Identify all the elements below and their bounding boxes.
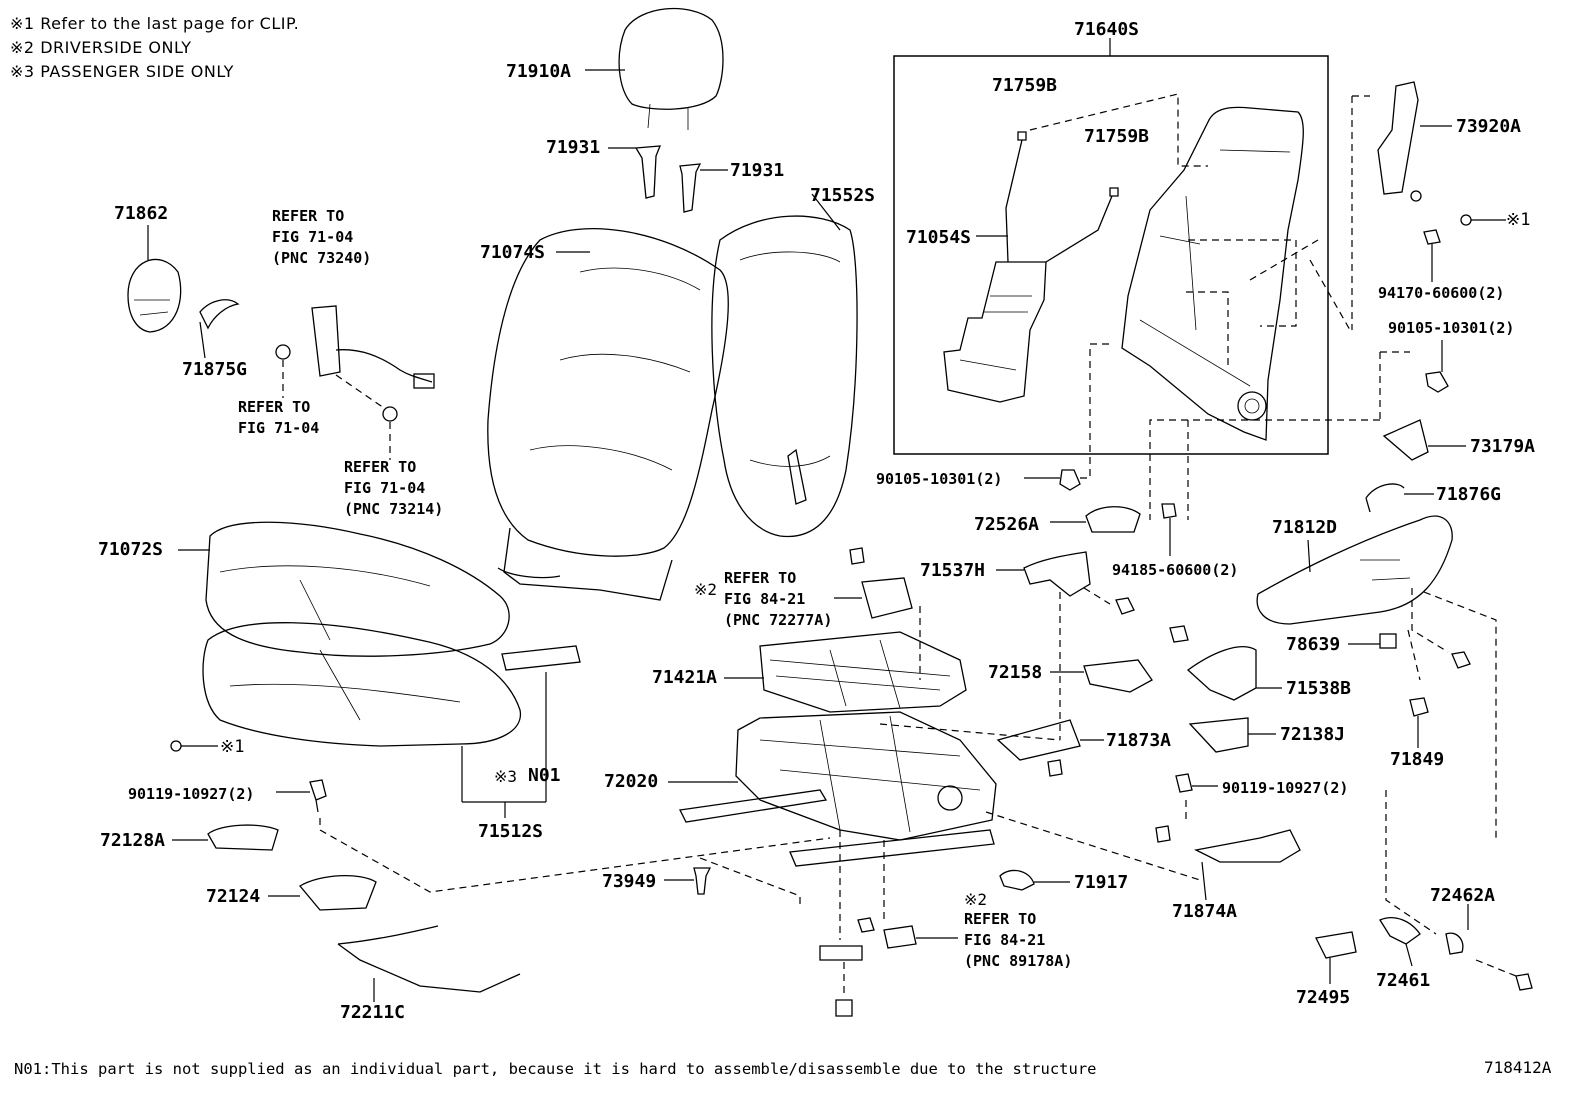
bracket-71849-part [1409,697,1429,748]
part-label-72462A[interactable]: 72462A [1430,885,1496,906]
note-passenger-side-only: ※3 PASSENGER SIDE ONLY [10,62,234,81]
part-label-N01[interactable]: N01 [528,765,561,786]
part-label-71512S[interactable]: 71512S [478,821,544,842]
seat-frame-assembly-box [893,38,1329,455]
seatback-cushion-part [487,228,729,601]
lower-right-small-parts [1348,633,1471,669]
part-label-71074S[interactable]: 71074S [480,242,546,263]
part-label-71640S[interactable]: 71640S [1074,19,1140,40]
note-driver-side-only: ※2 DRIVERSIDE ONLY [10,38,192,57]
seat-frame-72020-part [668,711,1201,940]
part-label-90105-10301-right[interactable]: 90105-10301(2) [1388,319,1515,337]
driver-side-mark-lower: ※2 [964,890,988,909]
seatback-side-guide-part [1309,81,1452,331]
seat-cushion-pad-part [202,622,581,818]
headrest-part [585,7,724,130]
bracket-71917-part [999,869,1070,891]
part-label-90119-10927-right[interactable]: 90119-10927(2) [1222,779,1349,797]
part-label-71931-left[interactable]: 71931 [546,137,601,158]
bottom-right-parts [1315,790,1533,991]
part-label-71862[interactable]: 71862 [114,203,169,224]
right-fastener-parts [1149,214,1506,520]
part-label-72124[interactable]: 72124 [206,886,261,907]
part-label-71917[interactable]: 71917 [1074,872,1129,893]
part-label-72158[interactable]: 72158 [988,662,1043,683]
pin-73949-part [664,867,712,895]
part-label-73949[interactable]: 73949 [602,871,657,892]
part-label-78639[interactable]: 78639 [1286,634,1341,655]
left-lower-parts [172,779,831,911]
part-label-71873A[interactable]: 71873A [1106,730,1172,751]
footer-note: N01:This part is not supplied as an indi… [14,1060,1097,1078]
bottom-center-parts [819,917,958,1017]
part-label-94170-60600[interactable]: 94170-60600(2) [1378,284,1505,302]
wire-72211C-part [337,925,521,1002]
part-label-71552S[interactable]: 71552S [810,185,876,206]
part-label-72138J[interactable]: 72138J [1280,724,1346,745]
passenger-side-mark: ※3 [494,767,518,786]
part-label-71759B-lower[interactable]: 71759B [1084,126,1150,147]
note-clip-reference: ※1 Refer to the last page for CLIP. [10,14,300,33]
part-label-71910A[interactable]: 71910A [506,61,572,82]
seat-spring-part [724,547,967,713]
part-label-72128A[interactable]: 72128A [100,830,166,851]
part-label-71538B[interactable]: 71538B [1286,678,1352,699]
part-label-72526A[interactable]: 72526A [974,514,1040,535]
center-small-parts [1024,343,1177,556]
left-clip-part [170,740,218,752]
part-label-71875G[interactable]: 71875G [182,359,248,380]
part-label-71849[interactable]: 71849 [1390,749,1445,770]
seat-cushion-part [178,521,510,657]
part-label-71537H[interactable]: 71537H [920,560,986,581]
bracket-71537H-part [996,551,1135,740]
seat-belt-buckle-part [275,305,435,460]
driver-side-mark-upper: ※2 [694,580,718,599]
part-label-72495[interactable]: 72495 [1296,987,1351,1008]
headrest-support-parts [608,145,728,213]
part-label-72020[interactable]: 72020 [604,771,659,792]
part-label-72461[interactable]: 72461 [1376,970,1431,991]
part-label-71874A[interactable]: 71874A [1172,901,1238,922]
part-label-71812D[interactable]: 71812D [1272,517,1338,538]
seatback-board-part [711,193,858,538]
part-label-73920A[interactable]: 73920A [1456,116,1522,137]
part-label-71931-right[interactable]: 71931 [730,160,785,181]
right-covers-parts [1169,625,1282,753]
part-label-71876G[interactable]: 71876G [1436,484,1502,505]
figure-code: 718412A [1484,1058,1552,1077]
brackets-center-right [996,659,1153,777]
clip-mark-left: ※1 [220,737,245,757]
part-label-72211C[interactable]: 72211C [340,1002,406,1023]
rail-cover-parts [1155,773,1301,901]
part-label-71759B-upper[interactable]: 71759B [992,75,1058,96]
part-label-90105-10301-center[interactable]: 90105-10301(2) [876,470,1003,488]
part-label-94185-60600[interactable]: 94185-60600(2) [1112,561,1239,579]
part-label-73179A[interactable]: 73179A [1470,436,1536,457]
clip-mark-right: ※1 [1506,210,1531,230]
side-cover-parts [127,225,240,359]
part-label-71421A[interactable]: 71421A [652,667,718,688]
part-label-71072S[interactable]: 71072S [98,539,164,560]
part-label-90119-10927-left[interactable]: 90119-10927(2) [128,785,255,803]
part-label-71054S[interactable]: 71054S [906,227,972,248]
side-shield-parts [1256,419,1497,840]
